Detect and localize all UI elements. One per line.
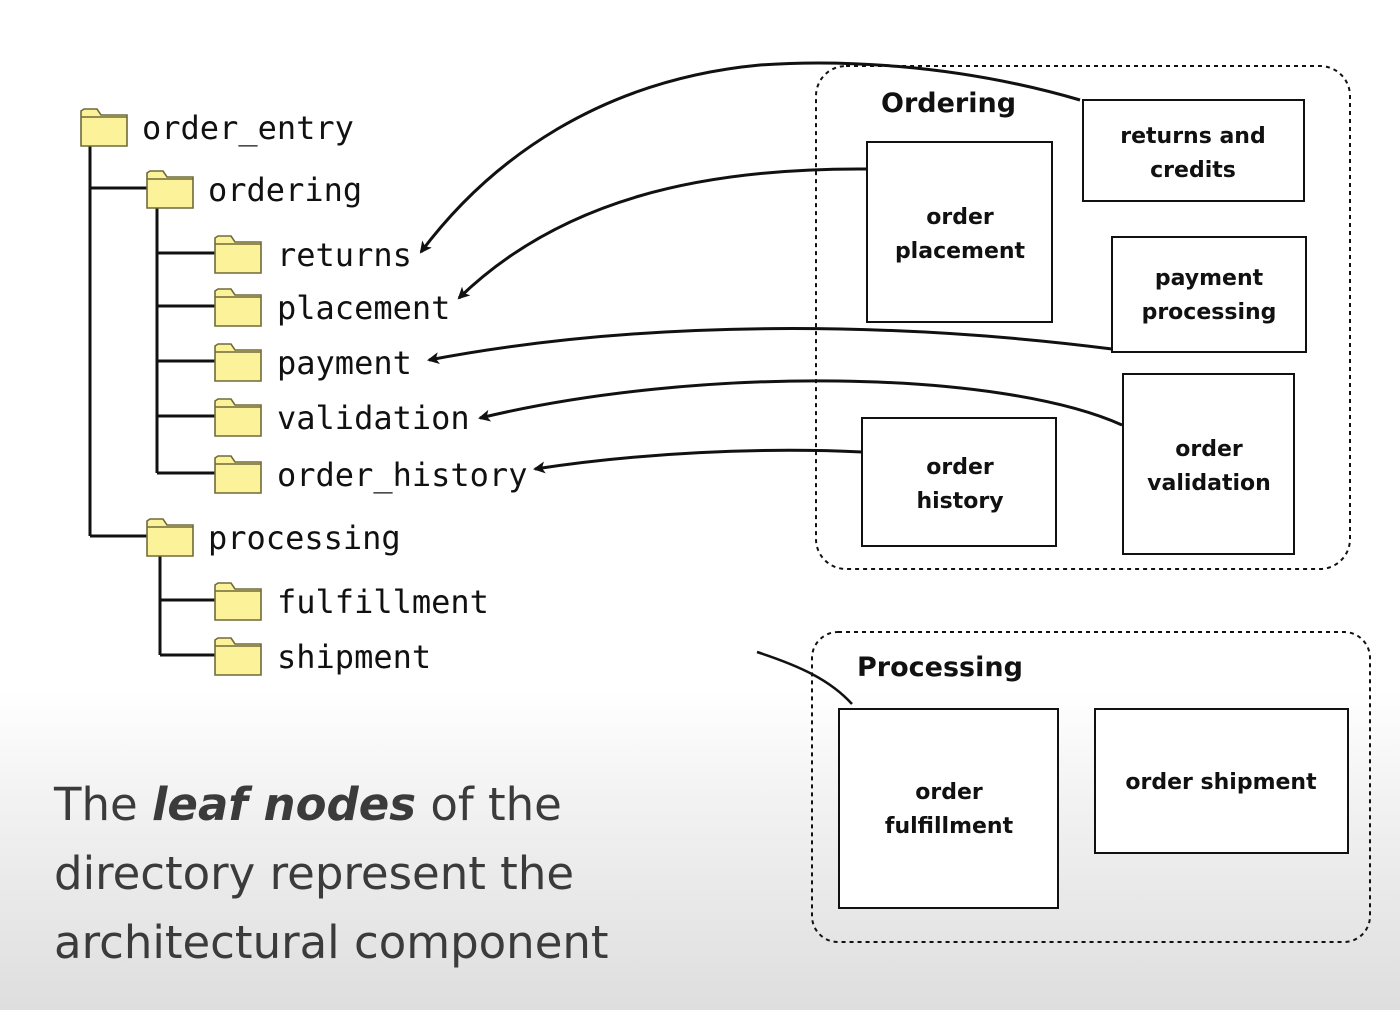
folder-icon (214, 637, 262, 676)
folder-shipment[interactable]: shipment (214, 637, 431, 676)
box-label-line: order (926, 455, 994, 480)
order-history-box[interactable]: order history (861, 417, 1057, 547)
arrow-validation (478, 379, 1123, 427)
caption: The leaf nodes of the directory represen… (54, 770, 754, 977)
folder-fulfillment[interactable]: fulfillment (214, 582, 489, 621)
folder-payment[interactable]: payment (214, 343, 412, 382)
caption-after: of the directory represent the architect… (54, 778, 609, 969)
folder-icon (214, 582, 262, 621)
arrow-placement (457, 167, 867, 300)
box-label-line: validation (1147, 471, 1271, 496)
box-label-line: fulfillment (885, 814, 1014, 839)
box-label-line: order (926, 205, 994, 230)
folder-label: shipment (277, 638, 431, 676)
arrow-order-history (533, 448, 863, 474)
returns-credits-box[interactable]: returns and credits (1082, 99, 1305, 202)
ordering-cluster-border (815, 65, 1351, 570)
pointer-line (756, 650, 853, 705)
folder-label: validation (277, 399, 470, 437)
mapping-arrows (419, 61, 1123, 705)
folder-label: processing (208, 519, 401, 557)
arrow-payment (427, 327, 1113, 365)
folder-returns[interactable]: returns (214, 235, 412, 274)
folder-icon (214, 343, 262, 382)
caption-emphasis: leaf nodes (152, 778, 417, 831)
folder-order_history[interactable]: order_history (214, 455, 527, 494)
order-fulfillment-box[interactable]: order fulfillment (838, 708, 1059, 909)
box-label-line: placement (895, 239, 1026, 264)
box-label-line: credits (1150, 158, 1236, 183)
folder-icon (80, 108, 128, 147)
ordering-cluster-title: Ordering (881, 88, 1016, 119)
folder-icon (146, 518, 194, 557)
box-label-line: history (916, 489, 1003, 514)
caption-before: The (54, 778, 152, 831)
folder-icon (214, 455, 262, 494)
folder-icon (214, 398, 262, 437)
ordering-cluster: Ordering (815, 65, 1351, 570)
processing-cluster: Processing (811, 631, 1371, 943)
box-label-line: order (915, 780, 983, 805)
order-placement-box[interactable]: order placement (866, 141, 1053, 323)
folder-icon (146, 170, 194, 209)
folder-label: returns (277, 236, 412, 274)
folder-label: fulfillment (277, 583, 489, 621)
box-label-line: order shipment (1125, 770, 1317, 795)
processing-cluster-title: Processing (857, 652, 1023, 683)
folder-icon (214, 235, 262, 274)
folder-icon (214, 288, 262, 327)
order-shipment-box[interactable]: order shipment (1094, 708, 1349, 854)
box-label-line: returns and (1120, 124, 1265, 149)
folder-placement[interactable]: placement (214, 288, 450, 327)
box-label-line: processing (1142, 300, 1277, 325)
box-label-line: payment (1155, 266, 1264, 291)
folder-ordering[interactable]: ordering (146, 170, 362, 209)
folder-label: order_entry (142, 109, 354, 147)
arrow-returns (419, 61, 1081, 254)
box-label-line: order (1175, 437, 1243, 462)
folder-label: ordering (208, 171, 362, 209)
folder-order_entry[interactable]: order_entry (80, 108, 354, 147)
folder-label: placement (277, 289, 450, 327)
folder-processing[interactable]: processing (146, 518, 401, 557)
processing-cluster-border (811, 631, 1371, 943)
payment-processing-box[interactable]: payment processing (1111, 236, 1307, 353)
tree-connectors (88, 146, 217, 657)
folder-validation[interactable]: validation (214, 398, 470, 437)
folder-label: order_history (277, 456, 527, 494)
folder-label: payment (277, 344, 412, 382)
order-validation-box[interactable]: order validation (1122, 373, 1295, 555)
